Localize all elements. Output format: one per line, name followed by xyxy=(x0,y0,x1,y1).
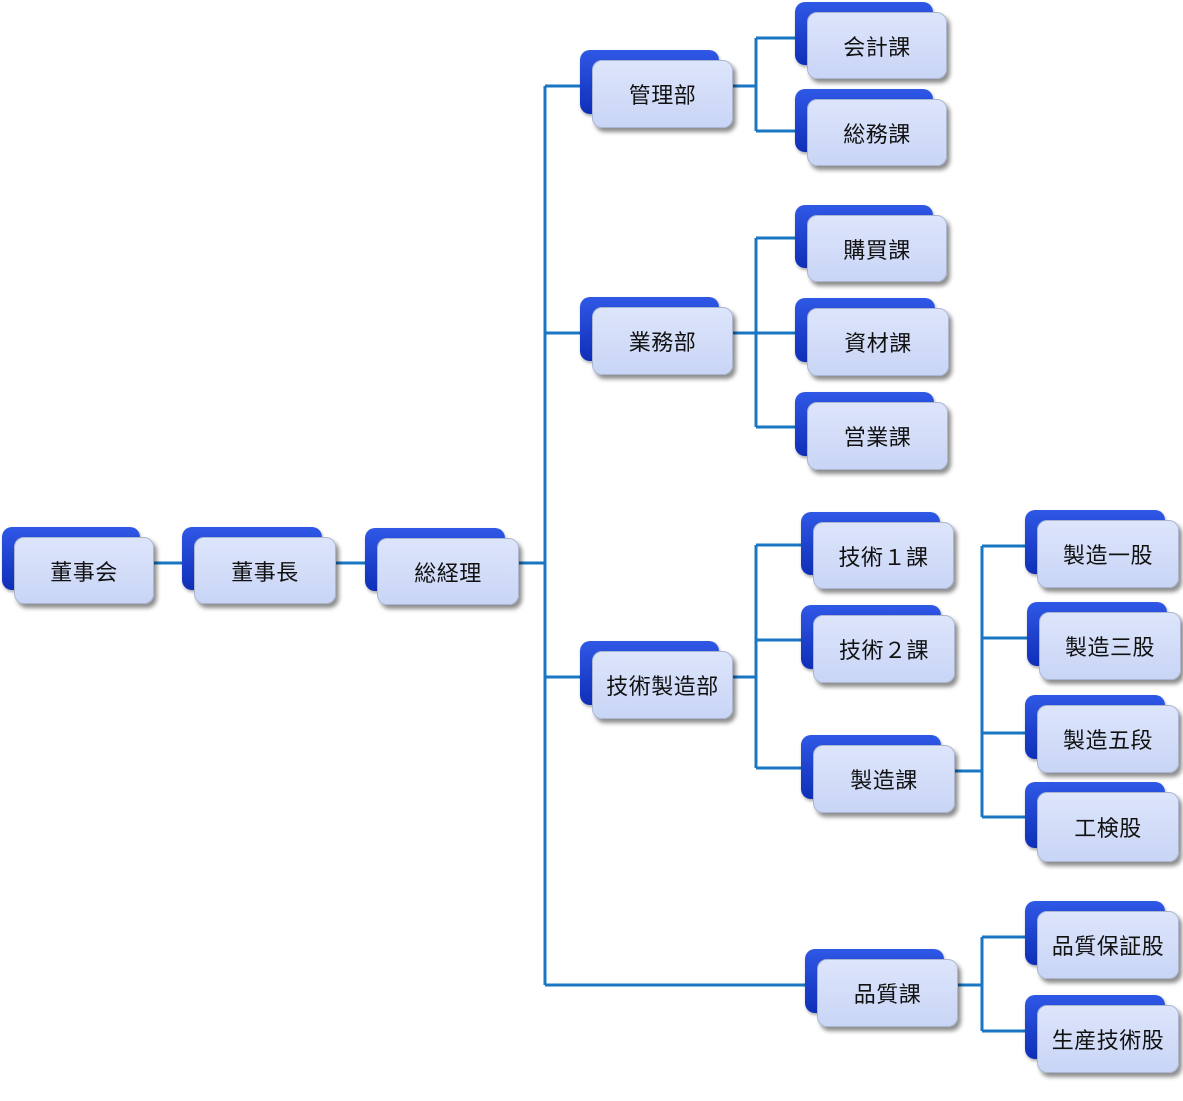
node-qa-section: 品質課 xyxy=(805,949,958,1027)
node-tech-mfg: 技術製造部 xyxy=(580,641,733,719)
node-business: 業務部 xyxy=(580,297,733,375)
node-label: 資材課 xyxy=(844,332,912,357)
node-mfg-unit3: 製造三股 xyxy=(1027,602,1181,680)
node-label: 董事会 xyxy=(50,560,118,586)
node-board: 董事会 xyxy=(2,527,154,604)
node-label: 製造課 xyxy=(850,769,918,794)
node-label: 技術製造部 xyxy=(606,675,719,700)
node-admin: 管理部 xyxy=(580,50,733,128)
node-label: 製造五段 xyxy=(1062,729,1153,754)
node-sales: 営業課 xyxy=(795,392,948,470)
node-tech2: 技術２課 xyxy=(801,605,955,683)
node-label: 品質保証股 xyxy=(1051,935,1165,960)
node-purchasing: 購買課 xyxy=(795,205,947,282)
node-qa-unit: 品質保証股 xyxy=(1025,901,1179,979)
node-label: 業務部 xyxy=(628,331,697,356)
node-gm: 総経理 xyxy=(365,528,519,605)
node-label: 技術２課 xyxy=(838,639,929,664)
node-general-affairs: 総務課 xyxy=(795,89,947,166)
node-mfg-unit5: 製造五段 xyxy=(1025,695,1179,773)
node-chairman: 董事長 xyxy=(182,527,336,604)
node-label: 管理部 xyxy=(628,84,697,109)
node-label: 会計課 xyxy=(843,35,911,61)
node-label: 董事長 xyxy=(231,560,299,586)
node-materials: 資材課 xyxy=(795,298,949,376)
node-label: 工検股 xyxy=(1074,817,1142,842)
node-label: 生産技術股 xyxy=(1051,1029,1165,1054)
node-inspection: 工検股 xyxy=(1025,782,1179,862)
node-label: 購買課 xyxy=(843,238,911,264)
node-prod-tech: 生産技術股 xyxy=(1025,995,1179,1073)
node-mfg: 製造課 xyxy=(801,735,955,813)
node-label: 製造三股 xyxy=(1064,636,1155,661)
node-mfg-unit1: 製造一股 xyxy=(1025,510,1179,588)
node-label: 総経理 xyxy=(414,561,482,587)
node-label: 技術１課 xyxy=(838,545,929,571)
node-tech1: 技術１課 xyxy=(801,512,954,589)
node-accounting: 会計課 xyxy=(795,2,947,79)
node-label: 品質課 xyxy=(853,983,922,1008)
node-label: 総務課 xyxy=(843,122,911,148)
node-label: 製造一股 xyxy=(1062,544,1153,569)
node-label: 営業課 xyxy=(843,426,912,451)
